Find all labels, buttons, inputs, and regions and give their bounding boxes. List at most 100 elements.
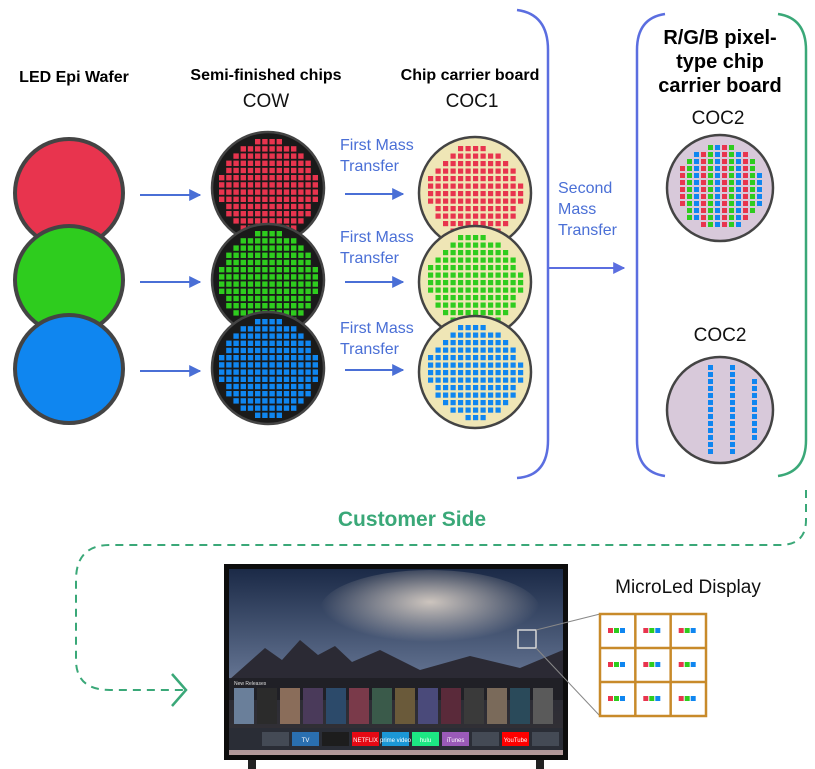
coc1-green-chip [495,242,501,248]
cow-green-chip [240,245,246,251]
cow-red-chip [276,146,282,152]
coc1-green-chip [473,235,479,241]
coc1-red-chip [443,221,449,227]
cow-green-chip [305,252,311,258]
cow-green-chip [298,252,304,258]
cow-blue-chip [255,347,261,354]
cow-green-chip [255,245,261,251]
coc1-green-chip [465,242,471,248]
coc1-blue-chip [458,355,464,361]
cow-green-chip [298,281,304,287]
cow-blue-chip [276,340,282,346]
coc2-rgb-chip [750,208,755,213]
coc2-rgb-chip [757,201,762,206]
coc1-blue-chip [450,332,456,338]
coc1-blue-chip [443,400,449,406]
coc2-rgb-chip [743,194,748,199]
cow-blue-chip [305,383,311,390]
coc2-rgb-chip [701,222,706,227]
coc1-red-chip [458,176,464,182]
cow-blue-chip [298,369,304,375]
cow-green-chip [291,310,297,316]
cow-blue-chip [312,362,318,368]
coc2-blue-chip [708,407,713,412]
cow-red-chip [305,211,311,217]
coc1-blue-chip [435,377,441,383]
tv-app-label: hulu [420,738,431,744]
coc2-blue-chip [730,414,735,419]
coc2-blue-chip [730,449,735,454]
coc1-red-chip [480,191,486,197]
cow-green-chip [269,274,275,280]
coc2-rgb-chip [715,166,720,171]
tv-app-label: prime video [380,738,412,744]
cow-blue-chip [262,376,268,382]
coc1-blue-chip [473,332,479,338]
cow-blue-chip [291,355,297,361]
cow-green-chip [305,259,311,266]
cow-green-chip [219,288,225,294]
cow-red-chip [269,189,275,195]
cow-red-chip [226,211,232,217]
coc2-rgb-chip [708,145,713,150]
cow-green-chip [240,252,246,258]
coc1-green-chip [495,287,501,293]
cow-red-chip [298,160,304,166]
cow-green-chip [226,274,232,280]
cow-red-chip [247,196,254,202]
tv-app-tile [352,732,379,746]
coc1-green-chip [503,295,509,301]
coc1-blue-chip [503,392,509,398]
cow-red-chip [291,225,297,231]
tv-poster [395,688,415,724]
coc1-blue-chip [428,362,434,368]
cow-green-chip [262,274,268,280]
coc2-rgb-chip [729,215,734,220]
cow-green-chip [240,238,246,244]
coc1-green-chip [435,257,441,263]
coc1-green-chip [495,272,501,278]
coc2-blue-chip [730,407,735,412]
coc2-rgb-chip [736,180,741,185]
cow-red-chip [240,146,246,152]
coc2-rgb-chip [736,159,741,164]
coc1-blue-chip [518,362,524,368]
wafer-title: LED Epi Wafer [19,69,129,86]
coc2-rgb-chip [722,180,727,185]
coc1-blue-chip [480,355,486,361]
coc2-rgb-chip [729,208,734,213]
tv-poster [349,688,369,724]
coc1-red-chip [503,206,509,212]
coc1-green-chip [458,235,464,241]
coc2-rgb-chip [694,180,699,185]
cow-green-chip [247,295,254,302]
cow-blue-chip [262,369,268,375]
coc2-rgb-chip [687,159,692,164]
zoom-line-bottom [535,647,601,717]
cow-red-chip [276,218,282,224]
coc1-green-chip [450,287,456,293]
cow-red-chip [240,153,246,159]
cow-green-chip [269,267,275,273]
coc1-blue-chip [495,347,501,353]
cow-red-chip [298,211,304,217]
microled-subpixel [655,696,661,701]
coc2-blue-chip [708,372,713,377]
cow-blue-chip [247,326,254,332]
coc1-red-chip [503,213,509,219]
coc2-rgb-chip [715,208,720,213]
coc1-blue-chip [443,355,449,361]
coc1-red-chip [503,191,509,197]
cow-red-chip [305,160,311,166]
coc2-rgb-chip [729,152,734,157]
cow-red-chip [240,225,246,231]
microled-subpixel [614,662,619,667]
coc1-green-chip [503,265,509,271]
coc1-blue-chip [458,332,464,338]
cow-red-chip [276,182,282,188]
coc2-code-top: COC2 [692,108,745,129]
coc1-blue-chip [450,347,456,353]
coc1-blue-chip [495,370,501,376]
coc2-rgb-chip [736,208,741,213]
